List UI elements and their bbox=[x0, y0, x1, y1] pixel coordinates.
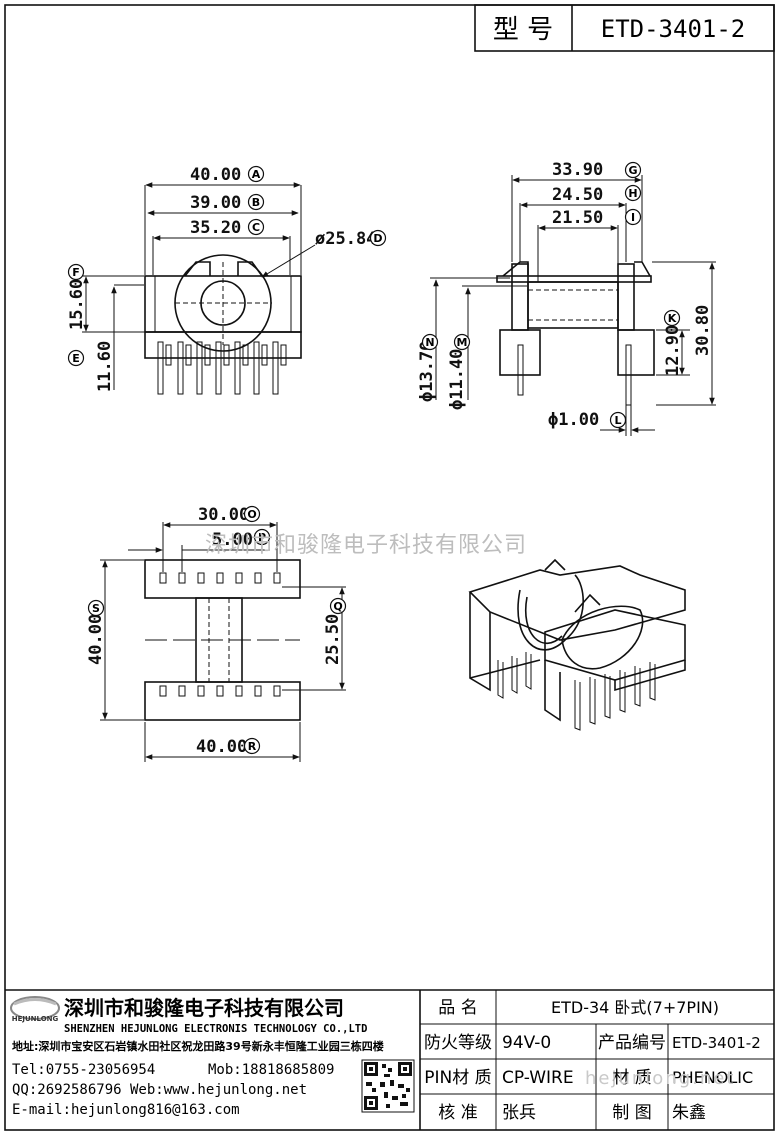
svg-text:D: D bbox=[373, 232, 382, 245]
marker-c: C bbox=[247, 218, 265, 236]
svg-text:I: I bbox=[631, 211, 635, 224]
fire-label: 防火等级 bbox=[424, 1033, 492, 1053]
svg-text:N: N bbox=[425, 336, 434, 349]
qr-code bbox=[361, 1059, 415, 1113]
company-address: 地址:深圳市宝安区石岩镇水田社区祝龙田路39号新永丰恒隆工业园三栋四楼 bbox=[12, 1039, 384, 1053]
bottom-pin-holes bbox=[159, 572, 281, 697]
dim-bottom-h2: 25.50 bbox=[323, 614, 343, 665]
watermark: 深圳市和骏隆电子科技有限公司 bbox=[205, 533, 528, 558]
svg-text:R: R bbox=[248, 740, 257, 753]
svg-text:L: L bbox=[614, 414, 621, 427]
bottom-view: 30.00 5.00 40.00 25.50 40.00 bbox=[86, 505, 346, 762]
dim-bottom-w3: 40.00 bbox=[196, 737, 247, 757]
dim-side-h1: 12.90 bbox=[663, 325, 683, 376]
check-label: 核 准 bbox=[438, 1103, 477, 1123]
model-header: 型 号 ETD-3401-2 bbox=[474, 4, 775, 52]
marker-o: O bbox=[243, 505, 261, 523]
side-view: 33.90 24.50 21.50 ϕ13.70 ϕ11.40 12.90 30… bbox=[417, 160, 716, 436]
dim-side-d1: ϕ13.70 bbox=[417, 341, 437, 402]
product-name-label: 品 名 bbox=[438, 998, 477, 1018]
sheet-border bbox=[4, 4, 775, 1131]
dim-front-w3: 35.20 bbox=[190, 218, 241, 238]
marker-d: D bbox=[369, 229, 387, 247]
dim-bottom-w1: 30.00 bbox=[198, 505, 249, 525]
product-name-value: ETD-34 卧式(7+7PIN) bbox=[551, 998, 719, 1017]
logo-text: HEJUNLONG bbox=[12, 1015, 59, 1023]
dim-side-w2: 24.50 bbox=[552, 185, 603, 205]
company-logo: HEJUNLONG bbox=[10, 996, 60, 1023]
svg-text:H: H bbox=[628, 187, 637, 200]
company-email: E-mail:hejunlong816@163.com bbox=[12, 1102, 240, 1118]
material-label: 材 质 bbox=[612, 1068, 651, 1088]
marker-b: B bbox=[247, 193, 265, 211]
title-block: 品 名 ETD-34 卧式(7+7PIN) 防火等级 94V-0 产品编号 ET… bbox=[5, 989, 774, 1130]
company-mob: Mob:18818685809 bbox=[208, 1062, 334, 1078]
footer-watermark: hejunlong.net bbox=[585, 1068, 736, 1089]
marker-s: S bbox=[87, 599, 105, 617]
code-label: 产品编号 bbox=[598, 1033, 666, 1053]
dim-front-dia: ø25.84 bbox=[315, 229, 376, 249]
company-tel: Tel:0755-23056954 bbox=[12, 1062, 155, 1078]
marker-m: M bbox=[453, 333, 471, 351]
svg-text:O: O bbox=[247, 508, 256, 521]
pin-value: CP-WIRE bbox=[502, 1068, 574, 1088]
front-view: 40.00 39.00 35.20 ø25.84 15.60 11.60 bbox=[67, 165, 376, 395]
code-value: ETD-3401-2 bbox=[672, 1034, 761, 1052]
isometric-view bbox=[468, 558, 686, 731]
marker-h: H bbox=[624, 184, 642, 202]
marker-q: Q bbox=[329, 597, 347, 615]
svg-text:P: P bbox=[258, 531, 266, 544]
dim-front-w2: 39.00 bbox=[190, 193, 241, 213]
company-name-cn: 深圳市和骏隆电子科技有限公司 bbox=[64, 996, 344, 1020]
material-value: PHENOLIC bbox=[672, 1068, 753, 1087]
marker-f: F bbox=[67, 263, 85, 281]
svg-text:F: F bbox=[72, 266, 80, 279]
marker-g: G bbox=[624, 161, 642, 179]
marker-k: K bbox=[663, 309, 681, 327]
front-pins bbox=[157, 341, 287, 395]
marker-e: E bbox=[67, 349, 85, 367]
svg-text:Q: Q bbox=[333, 600, 342, 613]
dim-bottom-w2: 5.00 bbox=[212, 530, 253, 550]
svg-text:S: S bbox=[92, 602, 100, 615]
fire-value: 94V-0 bbox=[502, 1033, 551, 1053]
svg-text:C: C bbox=[252, 221, 260, 234]
svg-text:A: A bbox=[252, 168, 261, 181]
dim-side-pin: ϕ1.00 bbox=[548, 410, 599, 430]
dim-side-w3: 21.50 bbox=[552, 208, 603, 228]
model-value: ETD-3401-2 bbox=[601, 15, 746, 43]
draw-value: 朱鑫 bbox=[672, 1103, 706, 1123]
dim-front-h2: 11.60 bbox=[95, 341, 115, 392]
marker-i: I bbox=[624, 208, 642, 226]
model-label: 型 号 bbox=[493, 15, 553, 45]
dim-front-w1: 40.00 bbox=[190, 165, 241, 185]
marker-r: R bbox=[243, 737, 261, 755]
svg-text:M: M bbox=[457, 336, 468, 349]
marker-l: L bbox=[609, 411, 627, 429]
marker-n: N bbox=[421, 333, 439, 351]
pin-label: PIN材 质 bbox=[424, 1068, 491, 1088]
dim-front-h1: 15.60 bbox=[67, 279, 87, 330]
svg-text:G: G bbox=[628, 164, 637, 177]
company-name-en: SHENZHEN HEJUNLONG ELECTRONIS TECHNOLOGY… bbox=[64, 1023, 367, 1035]
svg-text:K: K bbox=[668, 312, 677, 325]
svg-text:E: E bbox=[72, 352, 80, 365]
dim-side-d2: ϕ11.40 bbox=[447, 349, 467, 410]
check-value: 张兵 bbox=[502, 1103, 536, 1123]
svg-text:B: B bbox=[252, 196, 260, 209]
dim-side-h2: 30.80 bbox=[693, 305, 713, 356]
dim-bottom-h1: 40.00 bbox=[86, 614, 106, 665]
dim-side-w1: 33.90 bbox=[552, 160, 603, 180]
company-qq-web: QQ:2692586796 Web:www.hejunlong.net bbox=[12, 1082, 307, 1098]
marker-a: A bbox=[247, 165, 265, 183]
marker-p: P bbox=[253, 528, 271, 546]
draw-label: 制 图 bbox=[612, 1103, 651, 1123]
